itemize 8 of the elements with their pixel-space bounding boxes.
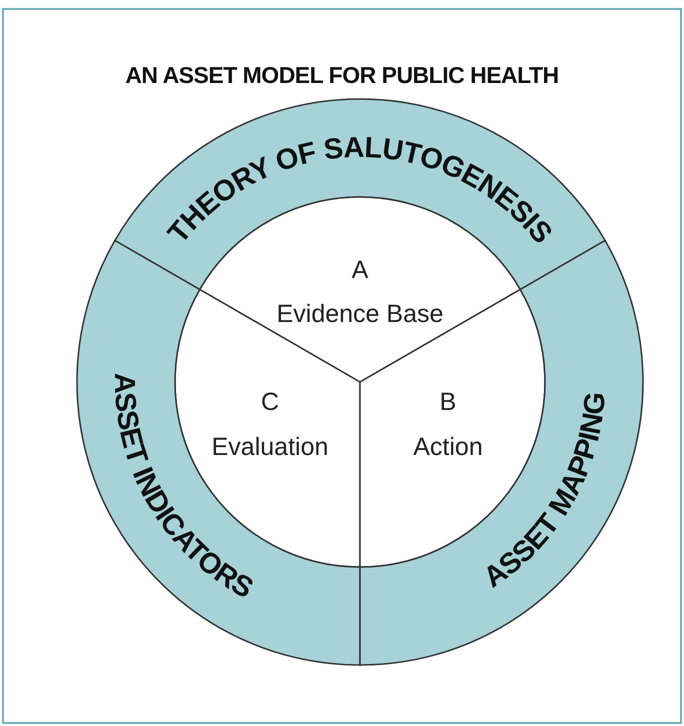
sector-letter: A xyxy=(352,256,368,284)
ring-segment xyxy=(114,98,606,290)
sector-label: Evaluation xyxy=(212,433,328,461)
sector-letter: B xyxy=(440,388,456,416)
sector-letter: C xyxy=(260,388,280,416)
sector-label: Evidence Base xyxy=(276,300,444,328)
diagram-title: AN ASSET MODEL FOR PUBLIC HEALTH xyxy=(124,62,560,89)
sector-label: Action xyxy=(413,433,483,461)
